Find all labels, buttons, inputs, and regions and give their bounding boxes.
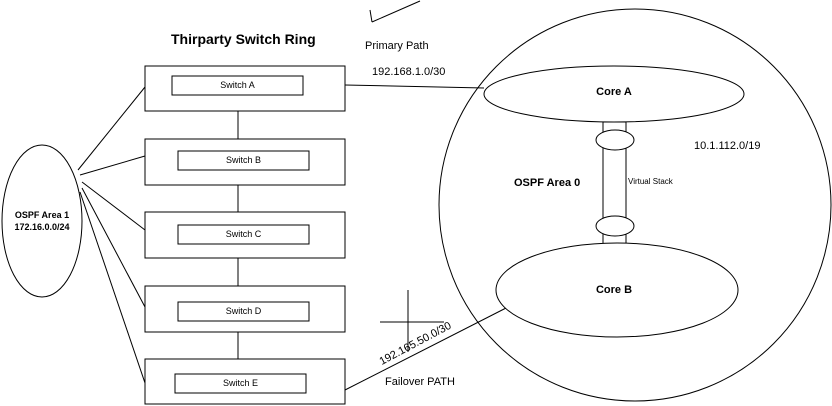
failover-path-label: Failover PATH: [385, 376, 455, 388]
diagram-title: Thirparty Switch Ring: [171, 31, 316, 47]
switch-a-label: Switch A: [220, 80, 255, 90]
core-a-ellipse: [483, 65, 745, 123]
virtual-stack-top-ring: [595, 129, 635, 151]
area1-link-switch-a: [77, 86, 146, 171]
core-b-ellipse: [495, 242, 739, 338]
switch-c-label: Switch C: [225, 229, 262, 239]
core-b-label: Core B: [595, 284, 633, 296]
area1-link-switch-b: [79, 155, 146, 176]
area1-name: OSPF Area 1: [14, 210, 70, 220]
switch-e-inner: [174, 373, 307, 394]
ospf-area0-circle: [438, 8, 832, 402]
virtual-stack-label: Virtual Stack: [628, 177, 673, 186]
area1-link-switch-e: [79, 191, 146, 384]
primary-path-link: [344, 84, 485, 89]
failover-path-link: [344, 306, 509, 391]
area0-label: OSPF Area 0: [514, 177, 581, 189]
stray-line: [371, 0, 421, 23]
ospf-area1-ellipse: [1, 144, 83, 298]
area1-link-switch-c: [81, 181, 146, 231]
area0-subnet: 10.1.112.0/19: [694, 140, 761, 152]
stray-line: [369, 9, 373, 23]
switch-d-label: Switch D: [225, 306, 262, 316]
virtual-stack-bottom-ring: [595, 215, 635, 237]
core-a-label: Core A: [596, 86, 632, 98]
switch-c-inner: [177, 224, 310, 245]
switch-a-inner: [171, 75, 304, 96]
switch-b-inner: [177, 150, 310, 171]
area1-link-switch-d: [81, 187, 146, 308]
switch-b-label: Switch B: [225, 155, 261, 165]
primary-path-label: Primary Path: [365, 40, 429, 52]
switch-e-label: Switch E: [222, 378, 258, 388]
area1-subnet: 172.16.0.0/24: [14, 222, 70, 232]
switch-d-inner: [177, 301, 310, 322]
primary-subnet-label: 192.168.1.0/30: [372, 66, 446, 78]
